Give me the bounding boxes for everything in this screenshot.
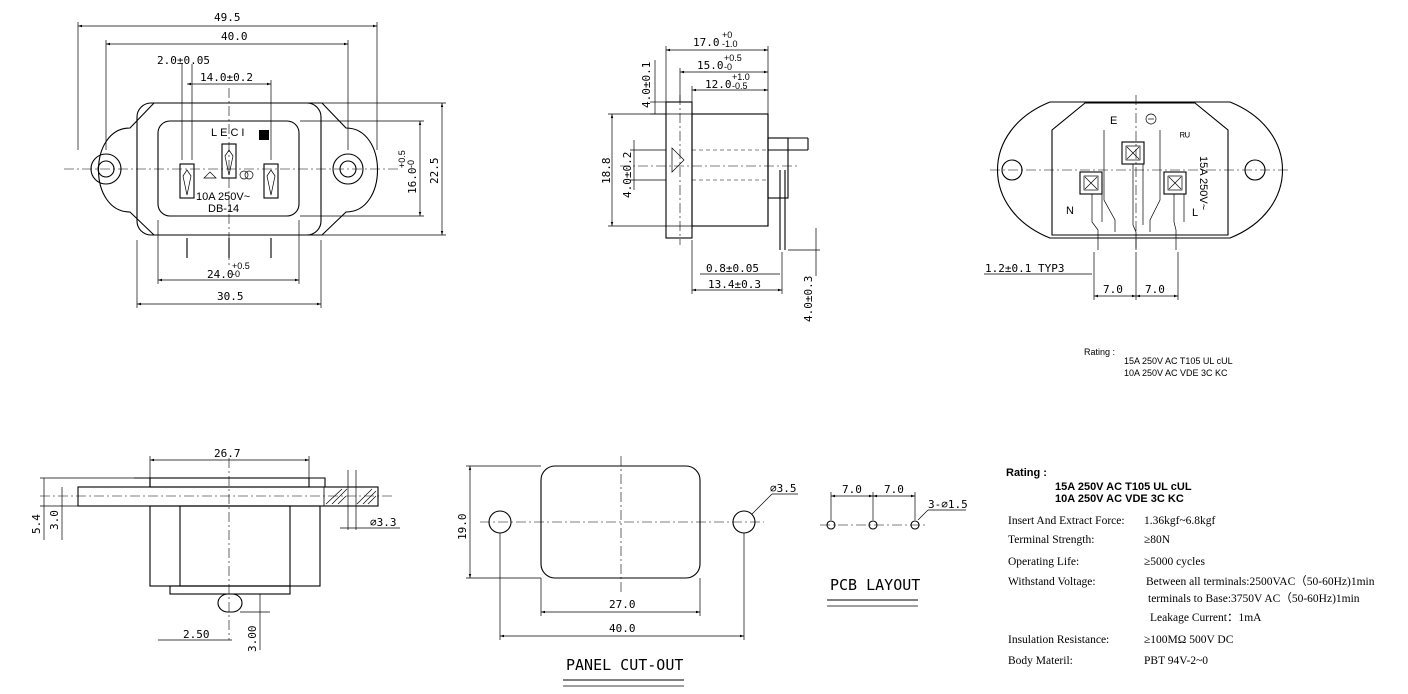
dim-2-0: 2.0±0.05 bbox=[157, 54, 210, 67]
front-brand-marking: LECI bbox=[211, 127, 247, 139]
specs-rating-label: Rating : bbox=[1006, 467, 1047, 479]
rating-small-block: Rating : 15A 250V AC T105 UL cUL 10A 250… bbox=[1084, 347, 1233, 378]
dim-15-tol2: -0 bbox=[724, 62, 732, 72]
spec-row-label: Operating Life: bbox=[1008, 556, 1079, 568]
spec-row-value: Between all terminals:2500VAC（50-60Hz)1m… bbox=[1146, 575, 1375, 588]
rating-small-label: Rating : bbox=[1084, 347, 1115, 357]
dim-17-tol: +0 bbox=[722, 30, 732, 40]
dim-4-0c: 4.0±0.3 bbox=[802, 276, 815, 322]
spec-row-label: Withstand Voltage: bbox=[1008, 576, 1096, 588]
back-view: E N L ᴿᵁ 15A 250V~ 1.2±0.1 TYP3 7.0 7.0 bbox=[984, 95, 1290, 300]
dim-2-50: 2.50 bbox=[183, 628, 210, 641]
dim-17-tol2: -1.0 bbox=[722, 39, 738, 49]
back-mark-ul: ᴿᵁ bbox=[1180, 131, 1190, 143]
dim-40-0: 40.0 bbox=[221, 30, 248, 43]
dim-49-5: 49.5 bbox=[214, 11, 241, 24]
dim-16-tol: +0.5 bbox=[397, 150, 407, 168]
dim-pcb-7-0b: 7.0 bbox=[884, 483, 904, 496]
spec-row-value: ≥80N bbox=[1144, 534, 1171, 546]
dim-27-0: 27.0 bbox=[609, 598, 636, 611]
dim-14-0: 14.0±0.2 bbox=[200, 71, 253, 84]
spec-row-value: terminals to Base:3750V AC（50-60Hz)1min bbox=[1148, 592, 1360, 605]
back-mark-e: E bbox=[1110, 115, 1117, 127]
spec-row-value: Leakage Current：1mA bbox=[1150, 612, 1262, 624]
spec-row-value: ≥5000 cycles bbox=[1144, 556, 1205, 568]
dim-0-8: 0.8±0.05 bbox=[706, 262, 759, 275]
dim-26-7: 26.7 bbox=[214, 447, 241, 460]
spec-row-value: PBT 94V-2~0 bbox=[1144, 655, 1208, 667]
rating-small-line2: 10A 250V AC VDE 3C KC bbox=[1124, 368, 1228, 378]
dim-15-tol: +0.5 bbox=[724, 53, 742, 63]
dim-1-2-typ3: 1.2±0.1 TYP3 bbox=[985, 262, 1064, 275]
dim-15-0: 15.0 bbox=[697, 59, 724, 72]
dim-12-tol2: -0.5 bbox=[732, 81, 748, 91]
panel-cutout-view: 19.0 ∅3.5 27.0 40.0 PANEL CUT-OUT bbox=[456, 456, 798, 687]
back-mark-n: N bbox=[1066, 205, 1074, 217]
spec-row-label: Insert And Extract Force: bbox=[1008, 515, 1125, 527]
dim-dia-3-3: ∅3.3 bbox=[370, 516, 397, 529]
bottom-view: 26.7 5.4 3.0 ∅3.3 2.50 3.00 bbox=[30, 447, 400, 652]
specs-block: Rating : 15A 250V AC T105 UL cUL 10A 250… bbox=[1006, 467, 1375, 667]
dim-24-0: 24.0 bbox=[207, 268, 234, 281]
dim-16-0: 16.0 bbox=[406, 168, 419, 195]
back-mark-rating: 15A 250V~ bbox=[1197, 156, 1209, 210]
rating-small-line1: 15A 250V AC T105 UL cUL bbox=[1124, 356, 1233, 366]
dim-12-0: 12.0 bbox=[705, 78, 732, 91]
dim-22-5: 22.5 bbox=[428, 158, 441, 185]
side-view: 17.0 +0 -1.0 15.0 +0.5 -0 12.0 +1.0 -0.5… bbox=[600, 30, 820, 322]
dim-3-00: 3.00 bbox=[246, 626, 259, 653]
spec-row-value: 1.36kgf~6.8kgf bbox=[1144, 515, 1216, 527]
dim-pcb-7-0a: 7.0 bbox=[842, 483, 862, 496]
spec-row-value: ≥100MΩ 500V DC bbox=[1144, 634, 1234, 646]
front-view: LECI 10A 250V~ DB-14 49.5 40.0 2.0±0.05 … bbox=[64, 11, 446, 308]
pcb-layout-view: 7.0 7.0 3-∅1.5 PCB LAYOUT bbox=[820, 483, 968, 607]
front-rating-marking: 10A 250V~ bbox=[196, 191, 250, 203]
dim-panel-40-0: 40.0 bbox=[609, 622, 636, 635]
dim-back-7-0b: 7.0 bbox=[1145, 283, 1165, 296]
dim-back-7-0a: 7.0 bbox=[1103, 283, 1123, 296]
spec-row-label: Body Materil: bbox=[1008, 655, 1073, 667]
spec-row-label: Terminal Strength: bbox=[1008, 534, 1094, 546]
dim-13-4: 13.4±0.3 bbox=[708, 278, 761, 291]
dim-3-dia-1-5: 3-∅1.5 bbox=[928, 498, 968, 511]
dim-5-4: 5.4 bbox=[30, 514, 43, 534]
dim-18-8: 18.8 bbox=[600, 158, 613, 185]
specs-rating-line2: 10A 250V AC VDE 3C KC bbox=[1055, 493, 1184, 505]
panel-cutout-title: PANEL CUT-OUT bbox=[566, 656, 683, 674]
dim-30-5: 30.5 bbox=[217, 290, 244, 303]
dim-12-tol: +1.0 bbox=[732, 72, 750, 82]
back-mark-l: L bbox=[1192, 207, 1198, 219]
front-model-marking: DB-14 bbox=[208, 203, 239, 215]
dim-3-0: 3.0 bbox=[48, 510, 61, 530]
dim-24-tol2: -0 bbox=[232, 269, 240, 279]
dim-19-0: 19.0 bbox=[456, 514, 469, 541]
pcb-layout-title: PCB LAYOUT bbox=[830, 576, 920, 594]
dim-16-tol2: -0 bbox=[406, 160, 416, 168]
dim-17-0: 17.0 bbox=[693, 36, 720, 49]
dim-24-tol: +0.5 bbox=[232, 261, 250, 271]
specs-rating-line1: 15A 250V AC T105 UL cUL bbox=[1055, 481, 1192, 493]
dim-dia-3-5: ∅3.5 bbox=[770, 482, 797, 495]
spec-row-label: Insulation Resistance: bbox=[1008, 634, 1109, 646]
dim-4-0a: 4.0±0.1 bbox=[640, 62, 653, 108]
dim-4-0b: 4.0±0.2 bbox=[621, 152, 634, 198]
